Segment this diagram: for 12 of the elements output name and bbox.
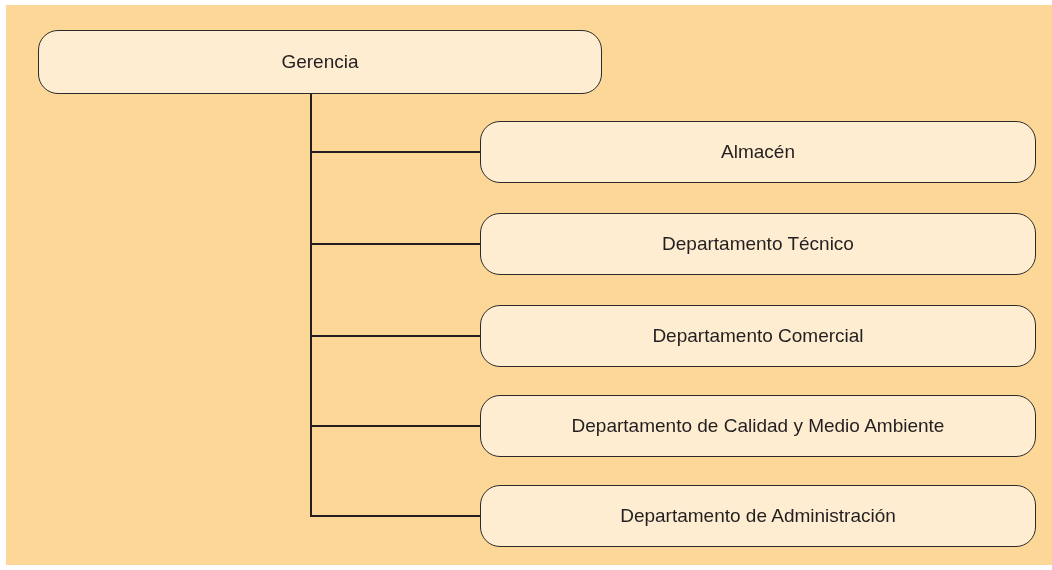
org-unit-box [480,305,1036,367]
org-unit-box [480,485,1036,547]
unit-label: Departamento Comercial [652,325,864,347]
org-unit-box [38,30,602,94]
org-unit-box [480,121,1036,183]
unit-label: Departamento Técnico [662,233,854,255]
org-unit-box [480,395,1036,457]
unit-label: Gerencia [281,51,359,73]
unit-label: Almacén [721,141,795,163]
unit-label: Departamento de Administración [620,505,896,527]
org-unit-box [480,213,1036,275]
unit-label: Departamento de Calidad y Medio Ambiente [571,415,945,437]
